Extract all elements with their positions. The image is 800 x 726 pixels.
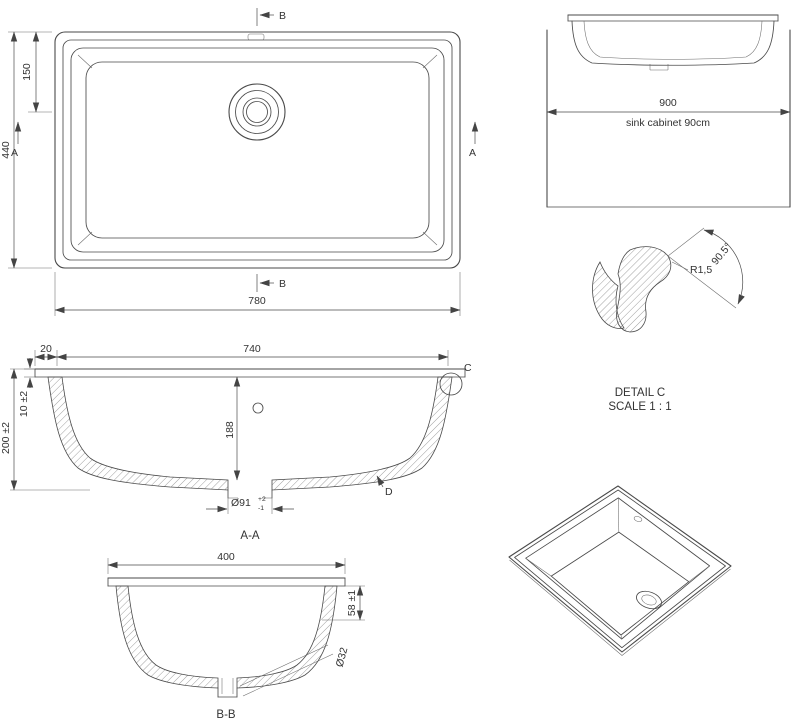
sink-front-inner-wall xyxy=(583,20,763,60)
dim-740-label: 740 xyxy=(243,343,261,355)
dimension-440: 440 xyxy=(0,31,52,269)
iso-outer-rim xyxy=(508,485,732,653)
detail-c-title: DETAIL C xyxy=(615,387,665,399)
dim-400-label: 400 xyxy=(217,551,235,563)
drain-plan xyxy=(228,83,286,141)
cabinet-view: 900 sink cabinet 90cm xyxy=(546,14,791,208)
section-aa-title: A-A xyxy=(240,530,260,542)
section-marker-b-bottom: B xyxy=(256,274,286,292)
detail-c-circle xyxy=(439,372,463,396)
sink-rim-edge xyxy=(62,39,453,261)
overflow-notch xyxy=(247,33,265,41)
section-aa-view: 20 740 10 ±2 200 ±2 188 xyxy=(0,343,472,542)
dimension-10: 10 ±2 xyxy=(18,358,35,417)
iso-bowl-top-edge xyxy=(525,497,711,640)
dim-188-label: 188 xyxy=(224,421,236,439)
dim-91-tol-plus: +2 xyxy=(258,496,266,503)
detail-c-scale: SCALE 1 : 1 xyxy=(608,401,671,413)
iso-rim-thickness xyxy=(509,559,731,656)
dimension-200: 200 ±2 xyxy=(0,368,90,491)
wall-right-cut xyxy=(271,376,453,491)
radius-label: R1,5 xyxy=(690,264,712,276)
isometric-view xyxy=(508,485,732,656)
plan-view: B B A A 150 440 xyxy=(0,8,479,316)
dim-440-label: 440 xyxy=(0,141,12,159)
iso-bowl-bottom xyxy=(550,531,690,636)
sink-outer-edge xyxy=(54,31,461,269)
dimension-188: 188 xyxy=(224,376,264,481)
section-bb-view: 400 58 ±1 Ø32 B-B xyxy=(107,551,365,721)
cabinet-caption: sink cabinet 90cm xyxy=(626,117,710,129)
dim-780-label: 780 xyxy=(248,295,266,307)
section-label-b-top: B xyxy=(279,10,286,22)
bowl-bottom-edge xyxy=(85,61,430,239)
angle-label: 90.5° xyxy=(709,241,734,268)
section-marker-a-left: A xyxy=(11,121,22,159)
dimension-400: 400 xyxy=(107,551,346,574)
point-d-callout: D xyxy=(376,475,393,498)
iso-rim-inner-edge xyxy=(514,489,726,649)
drain-bump-bb xyxy=(217,678,238,698)
dim-32-label: Ø32 xyxy=(334,646,351,668)
section-label-a-left: A xyxy=(11,147,18,159)
dimension-58: 58 ±1 xyxy=(322,585,365,621)
detail-c-letter: C xyxy=(464,362,472,374)
dimension-900: 900 sink cabinet 90cm xyxy=(546,97,791,129)
bowl-top-edge xyxy=(70,47,445,253)
dim-10-label: 10 ±2 xyxy=(18,391,30,417)
drain-front xyxy=(649,64,669,71)
iso-drain xyxy=(636,590,662,610)
dim-58-label: 58 ±1 xyxy=(346,590,358,616)
section-marker-b-top: B xyxy=(256,8,286,26)
detail-c-view: 90.5° R1,5 DETAIL C SCALE 1 : 1 xyxy=(592,227,745,413)
dimension-drain-91: Ø91 +2 -1 xyxy=(206,492,294,514)
dimension-drain-32: Ø32 xyxy=(239,644,351,697)
dimension-740: 740 xyxy=(56,343,449,366)
dim-900-label: 900 xyxy=(659,97,677,109)
sink-front-outer-wall xyxy=(571,20,775,66)
section-bb-title: B-B xyxy=(216,709,236,721)
angle-arc xyxy=(703,229,745,305)
dim-91-label: Ø91 xyxy=(231,497,251,509)
wall-left-cut-bb xyxy=(115,585,219,689)
dim-200-label: 200 ±2 xyxy=(0,422,12,454)
dimension-150: 150 xyxy=(21,31,52,113)
dimension-780: 780 xyxy=(54,272,461,316)
detail-c-callout: C xyxy=(439,362,472,396)
dim-20-label: 20 xyxy=(40,343,52,355)
dim-150-label: 150 xyxy=(21,63,33,81)
wall-right-cut-bb xyxy=(236,585,338,689)
wall-left-cut xyxy=(47,376,229,491)
section-label-a-right: A xyxy=(469,147,476,159)
iso-overflow-hole xyxy=(633,516,643,522)
dimension-20: 20 xyxy=(34,343,58,366)
section-marker-a-right: A xyxy=(469,121,479,159)
detail-c-rim-piece xyxy=(616,246,672,333)
section-label-b-bottom: B xyxy=(279,278,286,290)
dim-91-tol-minus: -1 xyxy=(258,505,264,512)
overflow-hole-aa xyxy=(252,402,264,414)
point-d-letter: D xyxy=(385,486,393,498)
